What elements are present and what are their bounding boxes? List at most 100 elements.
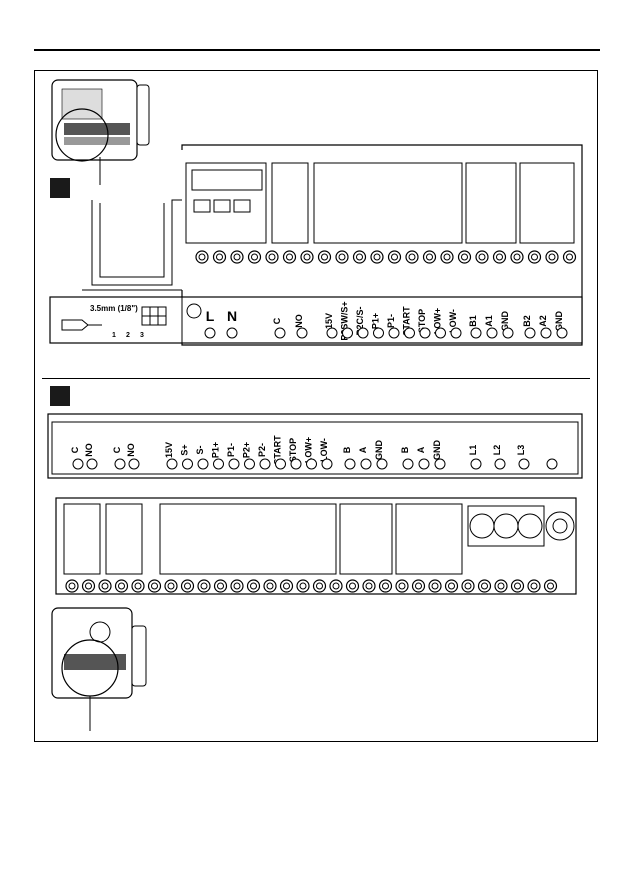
screw-terminal	[440, 250, 454, 264]
screw-terminal-core	[216, 253, 223, 261]
device-thumbnail-b	[51, 607, 147, 731]
screw-terminal-core	[373, 253, 381, 261]
screw-terminal-core	[85, 582, 92, 590]
screw-terminal-core	[496, 253, 503, 261]
terminal-label-relay2: C	[112, 446, 122, 453]
terminal-label-signal: P2-	[257, 443, 267, 457]
terminal-label-signal: P1-	[386, 314, 396, 328]
screw-terminal	[279, 579, 294, 593]
terminal-hole	[182, 458, 193, 470]
terminal-label-signal: LOW-	[448, 309, 458, 333]
screw-terminal	[543, 579, 558, 593]
terminal-hole	[470, 458, 482, 470]
figure-frame	[34, 70, 598, 742]
screw-terminal-core	[391, 253, 398, 261]
terminal-label-bus1: A	[358, 446, 368, 453]
terminal-label-power: L1	[468, 445, 478, 456]
terminal-label-power: N	[227, 308, 237, 324]
screw-terminal-core	[266, 582, 274, 590]
terminal-hole	[357, 327, 369, 339]
terminal-label-bus2: GND	[432, 440, 442, 461]
screw-terminal	[461, 579, 475, 593]
strip-instructions-a: 3.5mm (1/8")	[61, 304, 167, 331]
terminal-board-a	[82, 144, 583, 346]
screw-terminal-core	[431, 582, 439, 590]
terminal-board-b	[55, 497, 577, 595]
terminal-label-bus2: GND	[554, 311, 564, 332]
screw-terminal-core	[448, 582, 455, 590]
screw-terminal	[282, 250, 297, 264]
screw-terminal	[352, 250, 367, 264]
terminal-label-relay: NO	[294, 314, 304, 328]
screw-terminal	[510, 579, 525, 593]
terminal-hole	[470, 327, 482, 339]
screw-terminal-core	[250, 582, 257, 590]
terminal-hole	[228, 458, 240, 470]
terminal-hole	[524, 327, 536, 339]
screw-terminal	[65, 579, 79, 593]
screw-terminal	[422, 250, 437, 264]
terminal-label-relay1: NO	[84, 443, 94, 457]
terminal-label-bus2: A2	[538, 315, 548, 327]
screw-terminal-core	[365, 582, 373, 590]
screw-terminal-core	[513, 253, 521, 261]
screw-terminal	[428, 579, 442, 593]
terminal-label-bus2: B	[400, 446, 410, 453]
screw-terminal	[545, 250, 559, 264]
terminal-hole	[518, 458, 530, 470]
terminal-hole	[342, 327, 353, 339]
terminal-hole	[486, 327, 498, 339]
screw-terminal-core	[514, 582, 521, 590]
terminal-label-signal: P2+	[242, 442, 252, 458]
screw-terminal-core	[497, 582, 505, 590]
screw-terminal-core	[316, 582, 323, 590]
terminal-label-signal: S+	[180, 444, 190, 455]
screw-terminal	[263, 579, 277, 593]
screw-terminal	[213, 579, 228, 593]
device-thumbnail-a	[51, 79, 150, 185]
screw-terminal-core	[464, 582, 472, 590]
screw-terminal	[164, 579, 178, 593]
terminal-hole	[326, 327, 338, 339]
earth-terminal-hole	[546, 458, 558, 470]
screw-terminal-core	[101, 582, 109, 590]
terminal-label-relay2: NO	[126, 443, 136, 457]
screw-terminal	[230, 579, 244, 593]
screw-terminal-core	[566, 253, 573, 261]
screw-terminal	[510, 250, 524, 264]
screw-terminal-core	[461, 253, 468, 261]
terminal-hole	[259, 458, 271, 470]
screw-terminal	[317, 250, 332, 264]
screw-terminal	[212, 250, 227, 264]
screw-terminal-core	[217, 582, 224, 590]
screw-terminal	[195, 250, 209, 264]
screw-terminal-core	[332, 582, 340, 590]
terminal-label-bus1: GND	[500, 311, 510, 332]
screw-terminal-core	[151, 582, 158, 590]
terminal-label-signal: P1-	[226, 443, 236, 457]
terminal-label-signal: LOW+	[304, 437, 314, 463]
screw-terminal-core	[481, 582, 488, 590]
screw-terminal	[411, 579, 426, 593]
terminal-hole	[419, 327, 431, 339]
strip-step-label: 3	[140, 332, 144, 339]
terminal-label-signal: STOP	[417, 309, 427, 333]
terminal-hole	[204, 327, 216, 339]
screw-terminal	[180, 579, 195, 593]
terminal-hole	[402, 458, 414, 470]
ground-symbol	[186, 303, 202, 319]
screw-terminal	[81, 579, 96, 593]
terminal-hole	[226, 327, 238, 339]
screw-terminal	[362, 579, 376, 593]
terminal-hole	[360, 458, 372, 470]
screw-terminal	[457, 250, 472, 264]
screw-row-b	[65, 579, 558, 593]
screw-terminal-core	[68, 582, 76, 590]
terminal-hole	[388, 327, 400, 339]
screw-terminal	[405, 250, 419, 264]
terminal-label-signal: 15V	[164, 442, 174, 458]
screw-terminal-core	[531, 253, 538, 261]
terminal-hole	[166, 458, 178, 470]
